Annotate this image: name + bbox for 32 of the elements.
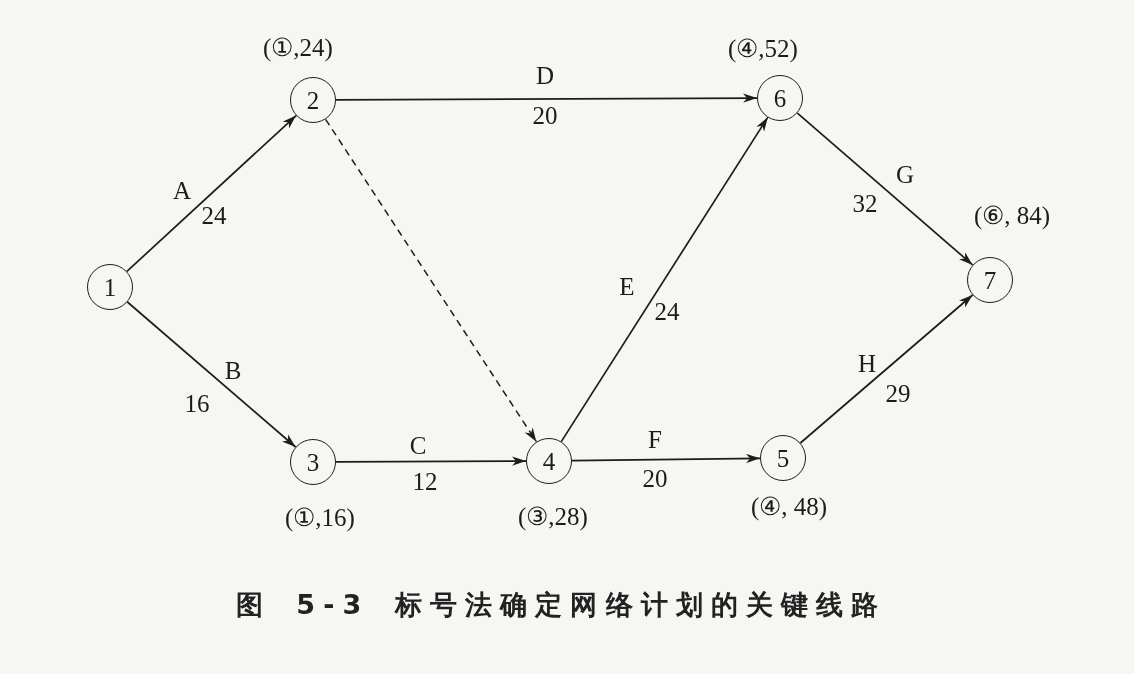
arrow <box>796 112 974 266</box>
arrow <box>799 294 974 444</box>
activity-label: H <box>857 350 877 376</box>
duration-label: 16 <box>184 390 210 416</box>
activity-label: A <box>172 177 192 203</box>
duration-label: 24 <box>654 298 680 324</box>
activity-label: C <box>409 432 427 458</box>
arrow <box>335 456 527 466</box>
dashed-arrow <box>324 118 538 443</box>
arrow <box>335 93 758 103</box>
arrow <box>560 116 769 443</box>
duration-label: 12 <box>412 468 438 494</box>
node-annotation: (①,24) <box>263 34 333 60</box>
figure-caption: 图 5-3 标号法确定网络计划的关键线路 <box>235 590 887 618</box>
duration-label: 32 <box>852 190 878 216</box>
node-annotation: (⑥, 84) <box>973 202 1051 228</box>
duration-label: 20 <box>532 102 558 128</box>
arrow <box>126 114 297 273</box>
node-annotation: (④,52) <box>728 35 798 61</box>
node-annotation: (③,28) <box>518 503 588 529</box>
activity-label: E <box>619 273 635 299</box>
activity-label: B <box>224 357 242 383</box>
activity-label: D <box>535 62 555 88</box>
duration-label: 20 <box>642 465 668 491</box>
duration-label: 24 <box>201 202 227 228</box>
arrow <box>126 301 297 448</box>
node-annotation: (①,16) <box>285 504 355 530</box>
node-annotation: (④, 48) <box>750 493 828 519</box>
duration-label: 29 <box>885 380 911 406</box>
activity-label: G <box>895 161 915 187</box>
activity-label: F <box>648 426 662 452</box>
arrow <box>571 453 761 464</box>
